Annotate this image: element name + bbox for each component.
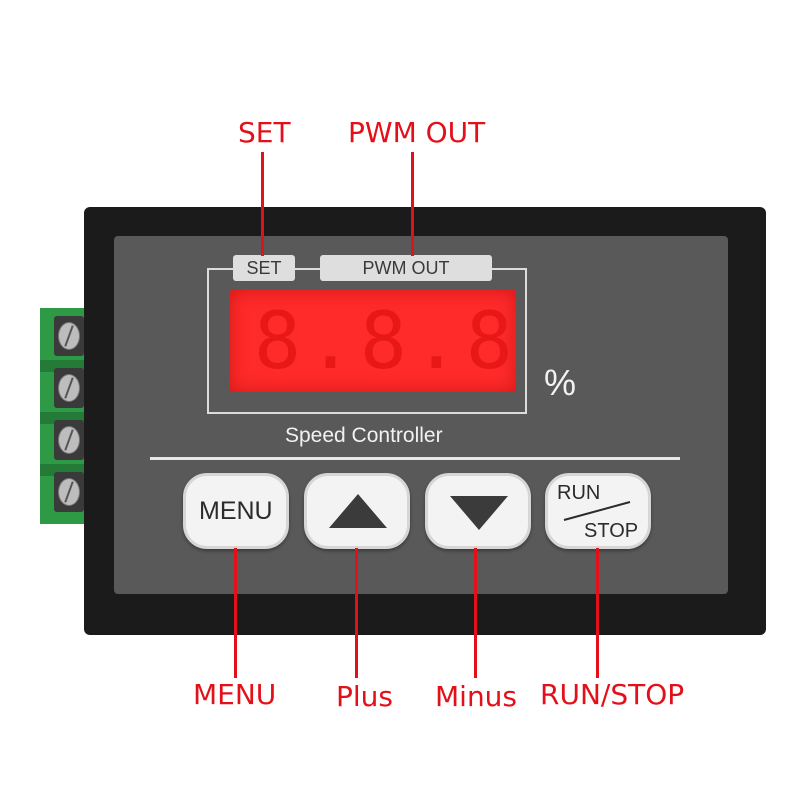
leader-line-menu <box>234 548 237 678</box>
slash-icon <box>563 501 631 521</box>
screw-icon <box>58 426 80 454</box>
callout-menu: MENU <box>193 678 277 711</box>
screw-icon <box>58 478 80 506</box>
callout-set: SET <box>238 116 291 149</box>
divider <box>150 457 680 460</box>
screw-icon <box>58 374 80 402</box>
led-display: 8.8.8.8 <box>230 290 516 392</box>
leader-line-pwm-out <box>411 152 414 256</box>
terminal-screw-2[interactable] <box>54 368 84 408</box>
terminal-screw-1[interactable] <box>54 316 84 356</box>
run-stop-button[interactable]: RUN STOP <box>545 473 651 549</box>
percent-sign: % <box>544 362 577 403</box>
menu-button[interactable]: MENU <box>183 473 289 549</box>
terminal-screw-3[interactable] <box>54 420 84 460</box>
leader-line-plus <box>355 548 358 678</box>
set-indicator-label: SET <box>233 255 295 281</box>
callout-minus: Minus <box>435 680 518 713</box>
leader-line-minus <box>474 548 477 678</box>
run-label: RUN <box>557 482 601 504</box>
device-title: Speed Controller <box>285 424 443 447</box>
plus-button[interactable] <box>304 473 410 549</box>
terminal-screw-4[interactable] <box>54 472 84 512</box>
callout-pwm-out: PWM OUT <box>348 116 486 149</box>
triangle-up-icon <box>329 494 387 528</box>
minus-button[interactable] <box>425 473 531 549</box>
callout-run-stop: RUN/STOP <box>540 678 685 711</box>
leader-line-run-stop <box>596 548 599 678</box>
screw-icon <box>58 322 80 350</box>
pwm-out-indicator-label: PWM OUT <box>320 255 492 281</box>
leader-line-set <box>261 152 264 256</box>
stop-label: STOP <box>584 520 639 542</box>
menu-button-label: MENU <box>199 497 273 525</box>
led-digits: 8.8.8.8 <box>254 297 516 387</box>
callout-plus: Plus <box>336 680 393 713</box>
triangle-down-icon <box>450 496 508 530</box>
